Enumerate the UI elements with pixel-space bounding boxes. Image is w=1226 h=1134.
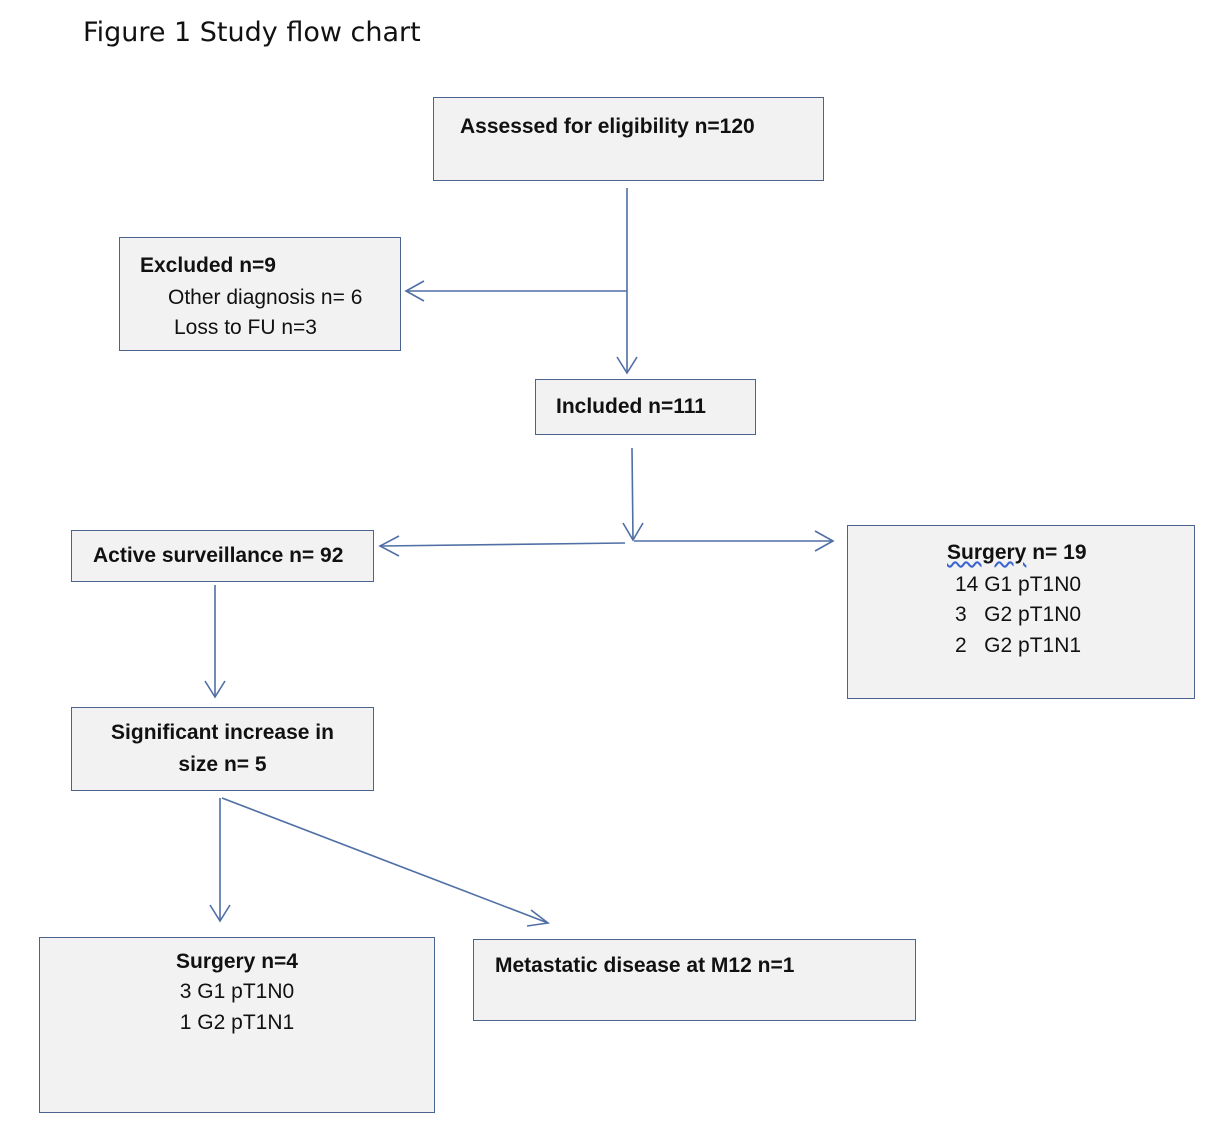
node-surgery19-label-count: n= 19 [1032, 541, 1087, 564]
arrowhead-to-increase [204, 680, 226, 699]
node-increase-text: Significant increase in size n= 5 [72, 717, 373, 780]
node-active-label: Active surveillance n= 92 [93, 544, 344, 567]
node-increase-line: size n= 5 [178, 752, 267, 776]
arrowhead-to-active [378, 535, 400, 557]
node-excluded-item: Other diagnosis n= 6 [168, 286, 363, 309]
node-metastatic: Metastatic disease at M12 n=1 [473, 939, 916, 1021]
node-surgery19-label: Surgery n= 19 [947, 538, 1087, 567]
node-surgery19-label-word: Surgery [947, 541, 1027, 564]
node-surgery4-item: 3 G1 pT1N0 [179, 980, 295, 1004]
connector-to-active [379, 542, 626, 547]
node-surgery4-item: 1 G2 pT1N1 [179, 1010, 295, 1034]
node-surgery-4: Surgery n=4 3 G1 pT1N0 1 G2 pT1N1 [39, 937, 435, 1113]
node-increase-line: Significant increase in [111, 721, 334, 744]
node-surgery19-item: 2 G2 pT1N1 [955, 634, 1082, 657]
connector-to-metastatic [221, 797, 549, 924]
node-surgery4-text: Surgery n=4 3 G1 pT1N0 1 G2 pT1N1 [40, 947, 434, 1038]
node-excluded: Excluded n=9 Other diagnosis n= 6 Loss t… [119, 237, 401, 351]
node-surgery19-item: 14 G1 pT1N0 [955, 573, 1082, 596]
node-assessed: Assessed for eligibility n=120 [433, 97, 824, 181]
node-significant-increase: Significant increase in size n= 5 [71, 707, 374, 791]
arrowhead-to-surgery4 [209, 904, 231, 923]
node-active-surveillance: Active surveillance n= 92 [71, 530, 374, 582]
node-assessed-label: Assessed for eligibility n=120 [460, 115, 755, 138]
arrowhead-included-split [622, 522, 644, 542]
arrowhead-to-surgery19 [814, 530, 835, 552]
node-excluded-item: Loss to FU n=3 [174, 316, 317, 339]
node-included-label: Included n=111 [556, 395, 706, 418]
connector-included-down [631, 447, 634, 541]
arrowhead-to-metastatic [526, 909, 551, 927]
arrowhead-to-included [616, 356, 638, 375]
node-included: Included n=111 [535, 379, 756, 435]
node-surgery19-item: 3 G2 pT1N0 [955, 603, 1082, 626]
arrowhead-to-excluded [404, 280, 425, 302]
node-surgery-19: Surgery n= 19 14 G1 pT1N0 3 G2 pT1N0 2 G… [847, 525, 1195, 699]
node-excluded-label: Excluded n=9 [140, 254, 276, 277]
node-surgery4-label: Surgery n=4 [176, 950, 298, 973]
figure-title: Figure 1 Study flow chart [83, 17, 421, 48]
node-metastatic-label: Metastatic disease at M12 n=1 [495, 954, 795, 977]
